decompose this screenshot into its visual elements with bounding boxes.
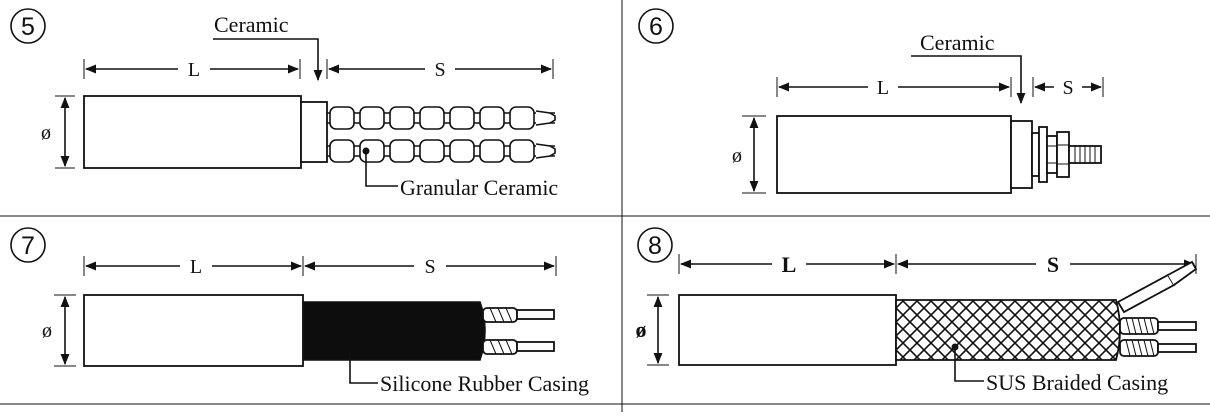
diameter-label: ø bbox=[41, 122, 51, 144]
panel-number-circle bbox=[637, 227, 673, 263]
braided-casing-leader bbox=[954, 347, 984, 382]
beaded-lead-bottom bbox=[327, 139, 556, 163]
diameter-label: ø bbox=[636, 317, 647, 342]
silicone-rubber-casing bbox=[302, 301, 486, 361]
silicone-casing-leader bbox=[349, 352, 378, 384]
heater-body bbox=[776, 115, 1012, 194]
ceramic-leader bbox=[213, 38, 323, 82]
diameter-label: ø bbox=[732, 145, 742, 167]
lead-wires bbox=[1119, 317, 1197, 357]
panel-number: 8 bbox=[648, 232, 662, 260]
ceramic-insulator bbox=[1010, 120, 1033, 189]
ceramic-leader bbox=[911, 55, 1026, 105]
lead-label: S bbox=[434, 59, 445, 81]
heater-body bbox=[83, 294, 304, 367]
lead-label: S bbox=[1062, 77, 1073, 99]
silicone-casing-callout: Silicone Rubber Casing bbox=[380, 371, 589, 396]
beaded-lead-top bbox=[327, 106, 556, 130]
ceramic-insulator bbox=[300, 101, 328, 163]
panel-number-circle bbox=[10, 227, 46, 263]
granular-ceramic-leader bbox=[365, 151, 398, 187]
sus-braided-casing bbox=[895, 299, 1121, 361]
ceramic-callout: Ceramic bbox=[214, 12, 289, 37]
panel-number-circle bbox=[638, 8, 674, 44]
panel-6: 6 L S ø bbox=[638, 8, 1104, 194]
panel-5: 5 L S ø bbox=[10, 8, 558, 200]
panel-number: 5 bbox=[21, 13, 35, 41]
length-label: L bbox=[877, 77, 889, 99]
panel-number-circle bbox=[10, 8, 46, 44]
length-label: L bbox=[190, 256, 202, 278]
length-label: L bbox=[188, 59, 200, 81]
ceramic-callout: Ceramic bbox=[920, 30, 995, 55]
heater-body bbox=[83, 95, 302, 169]
length-label: L bbox=[782, 252, 797, 277]
lead-label: S bbox=[424, 256, 435, 278]
braided-casing-callout: SUS Braided Casing bbox=[986, 370, 1168, 395]
ground-wire bbox=[1116, 260, 1198, 314]
lead-label: S bbox=[1047, 252, 1059, 277]
granular-ceramic-callout: Granular Ceramic bbox=[400, 175, 558, 200]
panel-number: 6 bbox=[649, 13, 663, 41]
heater-body bbox=[678, 294, 897, 366]
threaded-fitting bbox=[1031, 126, 1102, 183]
panel-number: 7 bbox=[21, 232, 35, 260]
panel-8: 8 L S ø bbox=[636, 227, 1198, 395]
diameter-label: ø bbox=[42, 320, 52, 342]
lead-wires bbox=[482, 307, 555, 355]
panel-7: 7 L S ø Silicone Rubber C bbox=[10, 227, 589, 396]
